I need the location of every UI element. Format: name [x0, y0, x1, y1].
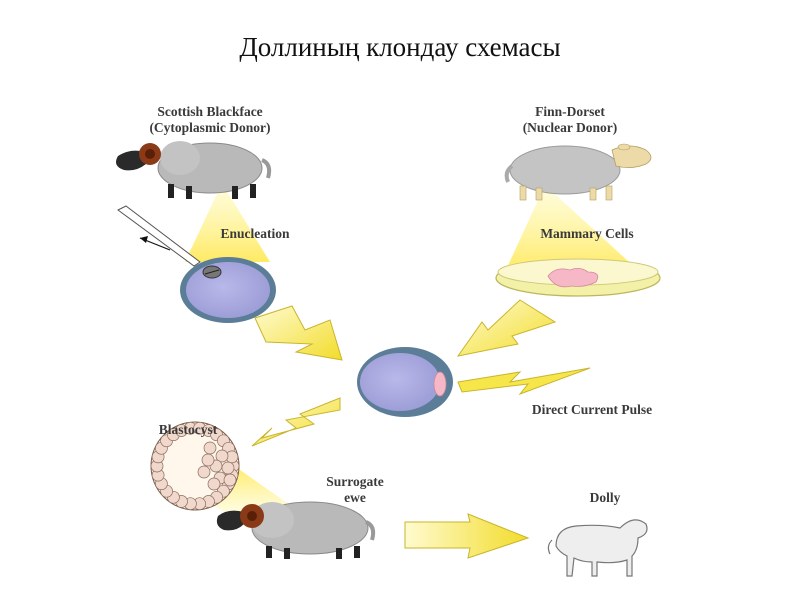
inner-cell-mass-cell — [197, 465, 211, 479]
inner-cell-mass-cell — [207, 477, 221, 491]
inner-cell-mass-cell — [203, 441, 217, 455]
blastocyst-icon — [150, 421, 240, 511]
egg-cell-center-icon — [357, 347, 453, 417]
inner-cell-mass-cell — [201, 453, 215, 467]
surrogate-line-1: Surrogate — [326, 474, 384, 489]
cytoplasmic-donor-name: Scottish Blackface — [157, 104, 263, 119]
dolly-lamb-icon — [547, 519, 648, 577]
beam-right — [505, 185, 640, 272]
nuclear-donor-name: Finn-Dorset — [535, 104, 605, 119]
pipette-icon — [117, 205, 201, 267]
inner-cell-mass-cell — [215, 449, 229, 463]
enucleation-label: Enucleation — [220, 226, 290, 241]
egg-cell-left-icon — [180, 257, 276, 323]
surrogate-line-2: ewe — [344, 490, 366, 505]
dolly-label: Dolly — [589, 490, 621, 505]
nuclear-donor-role: (Nuclear Donor) — [522, 120, 618, 135]
surrogate-ewe-sheep-icon — [216, 501, 376, 559]
beam-left — [185, 183, 270, 262]
lightning-bolt-icon — [457, 367, 591, 396]
arrow-right-to-center-icon — [456, 299, 557, 357]
finn-dorset-sheep-icon — [504, 143, 652, 201]
nuclear-donor-label: Finn-Dorset (Nuclear Donor) — [470, 104, 670, 136]
mammary-cells-label: Mammary Cells — [540, 226, 634, 241]
surrogate-ewe-label: Surrogate ewe — [300, 474, 410, 506]
blastocyst-label: Blastocyst — [158, 422, 218, 437]
arrow-center-to-blastocyst-icon — [251, 397, 341, 447]
inner-cell-mass-cell — [223, 473, 237, 487]
direct-current-pulse-label: Direct Current Pulse — [531, 402, 653, 417]
arrow-left-to-center-icon — [254, 305, 343, 361]
inner-cell-mass-cell — [221, 461, 235, 475]
cytoplasmic-donor-label: Scottish Blackface (Cytoplasmic Donor) — [90, 104, 330, 136]
arrow-surrogate-to-dolly-icon — [404, 513, 530, 559]
page-title: Доллиның клондау схемасы — [239, 32, 561, 62]
petri-dish-icon — [495, 258, 661, 297]
scottish-blackface-sheep-icon — [116, 141, 272, 199]
cytoplasmic-donor-role: (Cytoplasmic Donor) — [149, 120, 271, 135]
